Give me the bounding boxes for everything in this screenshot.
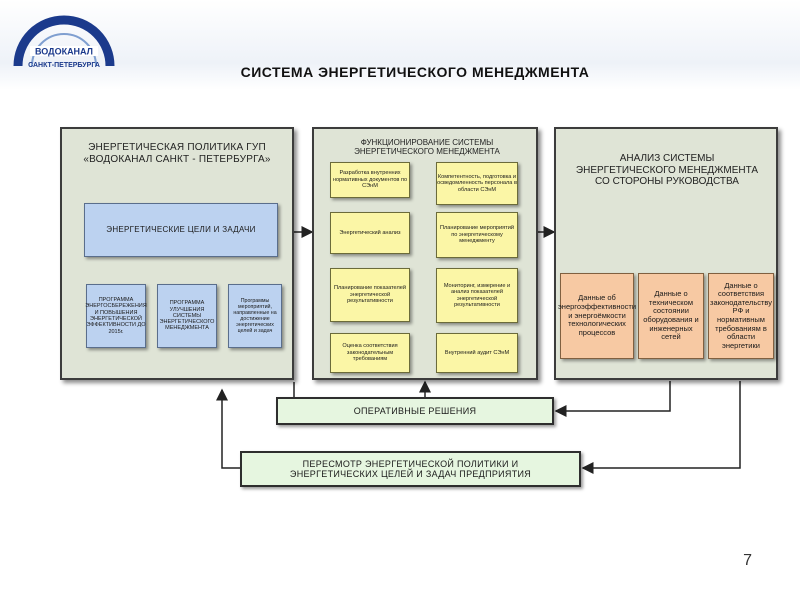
internal-audit-box: Внутренний аудит СЭнМ <box>436 333 518 373</box>
arrow-right-to-operative <box>554 381 671 417</box>
legal-compliance-data-box: Данные о соответствия законодательству Р… <box>708 273 774 359</box>
energy-goals-box: ЭНЕРГЕТИЧЕСКИЕ ЦЕЛИ И ЗАДАЧИ <box>84 203 278 257</box>
monitoring-box: Мониторинг, измерение и анализ показател… <box>436 268 518 323</box>
planning-measures-box: Планирование мероприятий по энергетическ… <box>436 212 518 258</box>
logo-brand-text: ВОДОКАНАЛ <box>35 47 93 57</box>
energy-analysis-box: Энергетический анализ <box>330 212 410 254</box>
header-band <box>0 0 800 90</box>
operative-decisions-box: ОПЕРАТИВНЫЕ РЕШЕНИЯ <box>276 397 554 425</box>
program-ems-improvement-box: ПРОГРАММА УЛУЧШЕНИЯ СИСТЕМЫ ЭНЕРГЕТИЧЕСК… <box>157 284 217 348</box>
energy-policy-heading: ЭНЕРГЕТИЧЕСКАЯ ПОЛИТИКА ГУП «ВОДОКАНАЛ С… <box>83 142 271 165</box>
program-measures-box: Программы мероприятий, направленные на д… <box>228 284 282 348</box>
internal-docs-box: Разработка внутренних нормативных докуме… <box>330 162 410 198</box>
policy-review-box: ПЕРЕСМОТР ЭНЕРГЕТИЧЕСКОЙ ПОЛИТИКИ И ЭНЕР… <box>240 451 581 487</box>
technical-state-data-box: Данные о техническом состоянии оборудова… <box>638 273 704 359</box>
compliance-assessment-box: Оценка соответствия законодательным треб… <box>330 333 410 373</box>
energy-efficiency-data-box: Данные об энергоэффективности и энергоём… <box>558 273 636 359</box>
energy-policy-panel: ЭНЕРГЕТИЧЕСКАЯ ПОЛИТИКА ГУП «ВОДОКАНАЛ С… <box>60 127 294 380</box>
logo-city-text: САНКТ-ПЕТЕРБУРГА <box>28 62 100 69</box>
arrow-review-to-left <box>216 388 240 469</box>
page-title: СИСТЕМА ЭНЕРГЕТИЧЕСКОГО МЕНЕДЖМЕНТА <box>240 64 590 80</box>
vodokanal-logo: ВОДОКАНАЛ <box>13 15 115 67</box>
ems-functioning-panel: ФУНКЦИОНИРОВАНИЕ СИСТЕМЫ ЭНЕРГЕТИЧЕСКОГО… <box>312 127 538 380</box>
planning-indicators-box: Планирование показателей энергетической … <box>330 268 410 322</box>
management-review-heading: АНАЛИЗ СИСТЕМЫ ЭНЕРГЕТИЧЕСКОГО МЕНЕДЖМЕН… <box>575 153 759 187</box>
arrow-right-to-review <box>581 381 741 474</box>
program-energy-saving-box: ПРОГРАММА ЭНЕРГОСБЕРЕЖЕНИЯ И ПОВЫШЕНИЯ Э… <box>85 284 147 348</box>
management-review-panel: АНАЛИЗ СИСТЕМЫ ЭНЕРГЕТИЧЕСКОГО МЕНЕДЖМЕН… <box>554 127 778 380</box>
competence-box: Компетентность, подготовка и осведомленн… <box>436 162 518 205</box>
ems-functioning-heading: ФУНКЦИОНИРОВАНИЕ СИСТЕМЫ ЭНЕРГЕТИЧЕСКОГО… <box>354 138 500 157</box>
page-number: 7 <box>743 552 752 569</box>
